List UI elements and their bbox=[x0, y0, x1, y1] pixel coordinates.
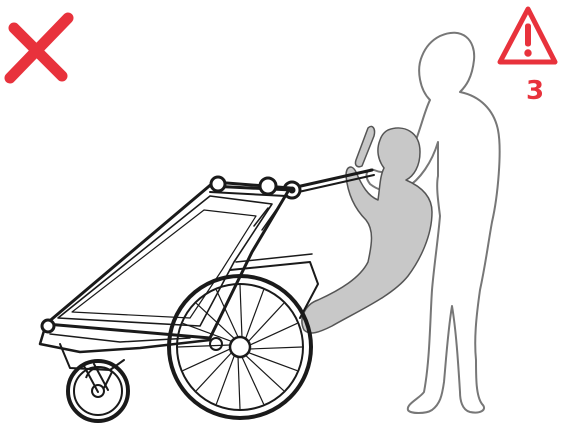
wheel-spoke bbox=[183, 349, 230, 371]
wheel-spoke bbox=[242, 357, 264, 404]
wheel-spoke bbox=[216, 355, 234, 404]
wheel-spoke bbox=[250, 347, 302, 349]
wheel-spoke bbox=[248, 303, 284, 341]
warning-triangle-icon bbox=[500, 9, 555, 62]
warning-number: 3 bbox=[520, 78, 550, 104]
wheel-spoke bbox=[196, 353, 232, 391]
wheel-spoke bbox=[240, 285, 242, 337]
wheel-spoke bbox=[246, 355, 284, 391]
wheel-spoke bbox=[250, 323, 297, 345]
wheel-spoke bbox=[238, 357, 240, 409]
wheel-spoke bbox=[248, 353, 297, 371]
red-x-icon bbox=[10, 18, 68, 78]
wheel-spoke bbox=[246, 290, 264, 339]
rear-wheel bbox=[169, 276, 311, 418]
child-figure bbox=[302, 126, 432, 333]
